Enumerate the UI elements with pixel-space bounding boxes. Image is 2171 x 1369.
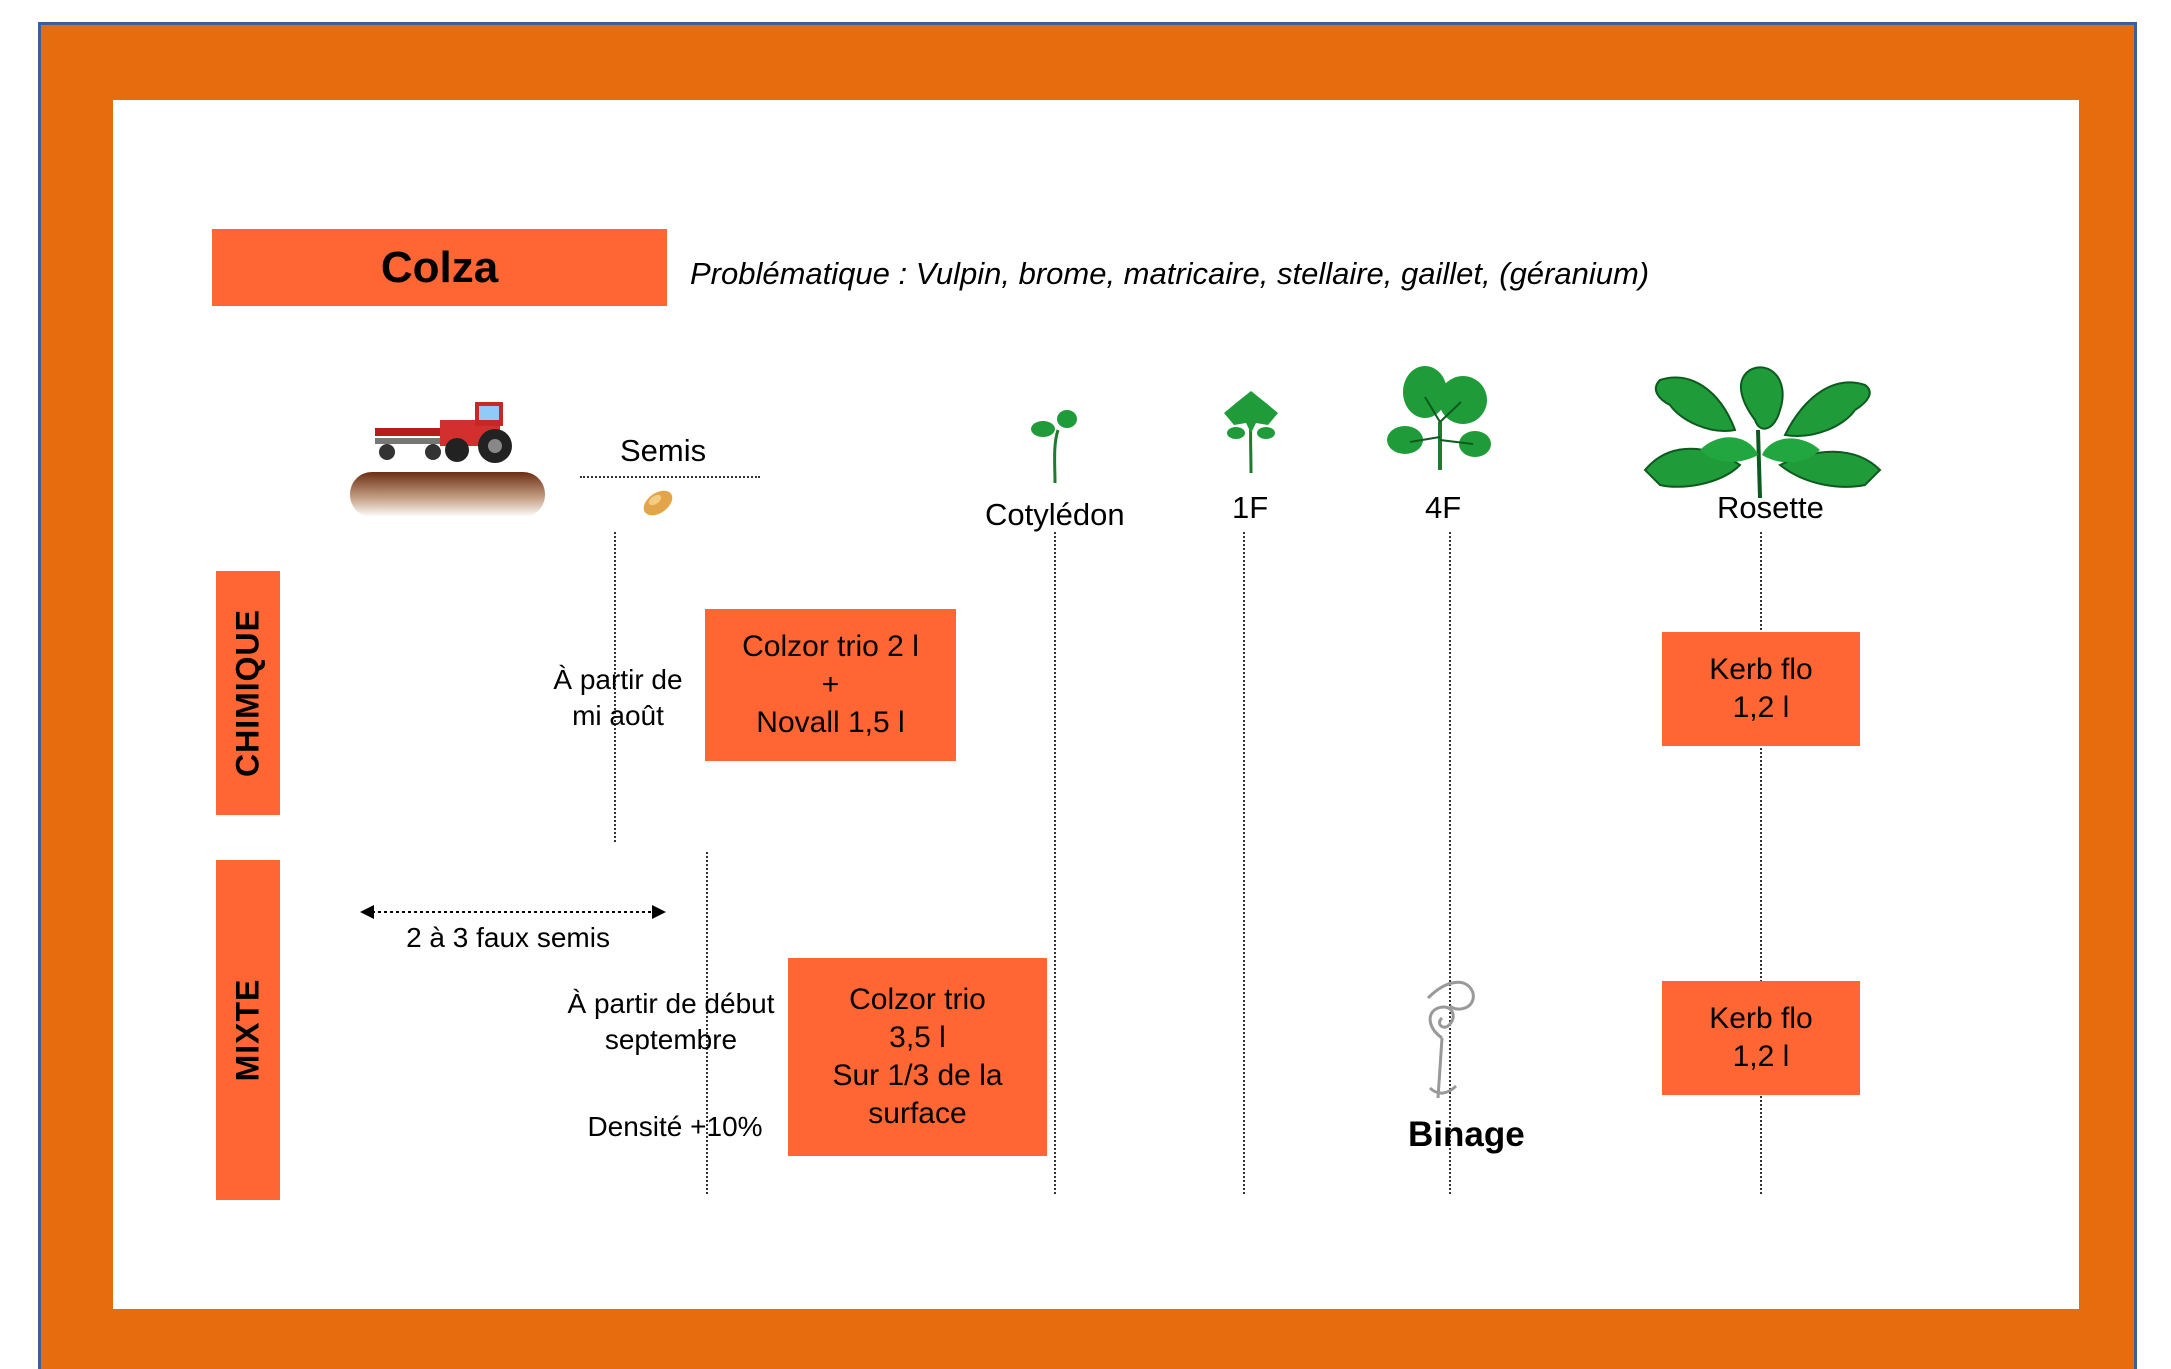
section-chimique: CHIMIQUE <box>216 571 280 815</box>
stage-cotyledon-label: Cotylédon <box>985 497 1125 532</box>
stage-4f-label: 4F <box>1425 490 1462 525</box>
semis-underline <box>580 476 760 478</box>
chimique-timing: À partir de mi août <box>553 664 683 731</box>
4f-timeline-line <box>1449 532 1451 1194</box>
crop-title: Colza <box>380 242 499 292</box>
rosette-plant-icon <box>1640 360 1885 500</box>
hoe-icon <box>1408 968 1480 1103</box>
four-leaf-plant-icon <box>1385 362 1495 472</box>
1f-timeline-line <box>1243 532 1245 1194</box>
chimique-preemergence-treatment: Colzor trio 2 l + Novall 1,5 l <box>705 609 956 761</box>
section-chimique-label: CHIMIQUE <box>229 609 266 777</box>
stage-1f-label: 1F <box>1232 490 1269 525</box>
seed-icon <box>638 485 678 521</box>
mixte-semis-timeline-line <box>706 852 708 1194</box>
stage-semis-label: Semis <box>620 433 707 468</box>
tractor-icon <box>345 390 550 520</box>
cotyledon-timeline-line <box>1054 532 1056 1194</box>
mixte-timing: À partir de début septembre <box>567 988 775 1055</box>
section-mixte-label: MIXTE <box>229 978 266 1082</box>
stage-rosette-label: Rosette <box>1717 490 1824 525</box>
rosette-timeline-line <box>1760 532 1762 1194</box>
mixte-preemergence-treatment: Colzor trio 3,5 l Sur 1/3 de la surface <box>788 958 1047 1156</box>
section-mixte: MIXTE <box>216 860 280 1200</box>
false-seeding-label: 2 à 3 faux semis <box>406 922 610 953</box>
mixte-density: Densité +10% <box>587 1111 763 1142</box>
chimique-rosette-treatment: Kerb flo 1,2 l <box>1662 632 1860 746</box>
one-leaf-plant-icon <box>1216 383 1286 475</box>
mixte-rosette-treatment: Kerb flo 1,2 l <box>1662 981 1860 1095</box>
hoeing-label: Binage <box>1408 1115 1525 1154</box>
problem-statement: Problématique : Vulpin, brome, matricair… <box>690 256 1650 291</box>
false-seeding-arrow <box>358 900 668 924</box>
semis-timeline-line <box>614 532 616 842</box>
crop-title-box: Colza <box>212 229 667 306</box>
cotyledon-plant-icon <box>1025 405 1085 485</box>
